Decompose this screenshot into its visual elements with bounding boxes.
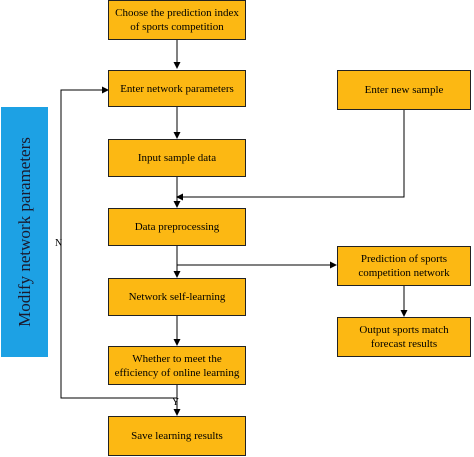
node-save-learning-results: Save learning results [108,416,246,456]
arrow-new-sample-to-preprocessing [176,110,405,201]
node-network-self-learning: Network self-learning [108,278,246,316]
node-prediction-network: Prediction of sports competition network [337,246,471,286]
arrow-no-loop-to-params [60,86,177,399]
node-choose-prediction-index: Choose the prediction index of sports co… [108,0,246,40]
node-enter-new-sample: Enter new sample [337,70,471,110]
node-whether-meet-efficiency: Whether to meet the efficiency of online… [108,346,246,385]
node-input-sample-data: Input sample data [108,139,246,177]
node-output-forecast-results: Output sports match forecast results [337,317,471,357]
node-enter-network-parameters: Enter network parameters [108,70,246,107]
edge-label-yes: Y [172,397,180,408]
edge-label-no: N [55,238,63,249]
node-data-preprocessing: Data preprocessing [108,208,246,246]
modify-network-parameters-panel: Modify network parameters [1,107,48,357]
